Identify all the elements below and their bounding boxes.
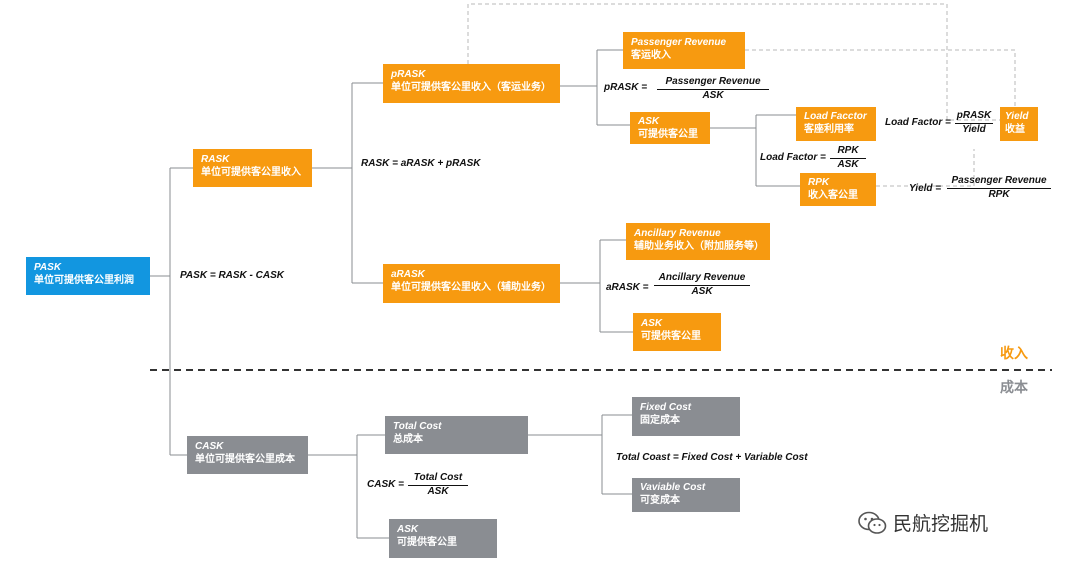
cask-node: CASK 单位可提供客公里成本 [187, 436, 308, 474]
prask-formula-bar [657, 89, 769, 90]
load-factor-rpk-denominator: ASK [837, 159, 859, 170]
passenger-revenue-desc: 客运收入 [631, 50, 671, 61]
prask-formula-fraction: Passenger Revenue ASK [657, 76, 769, 104]
yield-abbr: Yield [1005, 111, 1029, 122]
total-cost-node: Total Cost 总成本 [385, 416, 528, 454]
passenger-revenue-node: Passenger Revenue 客运收入 [623, 32, 745, 69]
load-factor-rpk-fraction: RPK ASK [830, 145, 866, 173]
pask-node-desc: 单位可提供客公里利润 [34, 275, 134, 286]
load-factor-rpk-lhs: Load Factor = [760, 152, 826, 163]
ask-node-mid: ASK 可提供客公里 [633, 313, 721, 351]
prask-node-abbr: pRASK [391, 69, 426, 80]
load-factor-rpk-numerator: RPK [837, 145, 859, 156]
fixed-cost-desc: 固定成本 [640, 415, 680, 426]
load-factor-yield-lhs: Load Factor = [885, 117, 951, 128]
rask-node-abbr: RASK [201, 154, 230, 165]
prask-formula-denominator: ASK [702, 90, 724, 101]
rask-formula: RASK = aRASK + pRASK [361, 158, 481, 169]
arask-formula-lhs: aRASK = [606, 282, 649, 293]
load-factor-yield-bar [955, 123, 993, 124]
load-factor-yield-fraction: pRASK Yield [955, 110, 993, 138]
cask-formula-bar [408, 485, 468, 486]
fixed-cost-node: Fixed Cost 固定成本 [632, 397, 740, 436]
pask-node: PASK 单位可提供客公里利润 [26, 257, 150, 295]
rpk-abbr: RPK [808, 177, 830, 188]
cask-node-abbr: CASK [195, 441, 224, 452]
fixed-cost-abbr: Fixed Cost [640, 402, 692, 413]
revenue-section-label: 收入 [1000, 345, 1028, 361]
ask-bottom-desc: 可提供客公里 [397, 537, 457, 548]
arask-formula-denominator: ASK [691, 286, 713, 297]
variable-cost-abbr: Vaviable Cost [640, 482, 706, 493]
yield-formula-numerator: Passenger Revenue [951, 175, 1047, 186]
ancillary-revenue-node: Ancillary Revenue 辅助业务收入（附加服务等） [626, 223, 770, 260]
rpk-node: RPK 收入客公里 [800, 173, 876, 206]
load-factor-abbr: Load Facctor [804, 111, 867, 122]
yield-formula-denominator: RPK [988, 189, 1010, 200]
ask-node-bottom: ASK 可提供客公里 [389, 519, 497, 558]
cask-formula-numerator: Total Cost [413, 472, 463, 483]
load-factor-rpk-bar [830, 158, 866, 159]
total-cost-formula: Total Coast = Fixed Cost + Variable Cost [616, 452, 808, 463]
arask-node: aRASK 单位可提供客公里收入（辅助业务） [383, 264, 560, 303]
cask-formula-fraction: Total Cost ASK [408, 472, 468, 500]
ask-top-desc: 可提供客公里 [638, 129, 698, 140]
yield-formula-lhs: Yield = [909, 183, 942, 194]
total-cost-desc: 总成本 [393, 434, 423, 445]
yield-formula-fraction: Passenger Revenue RPK [947, 175, 1051, 203]
rask-node: RASK 单位可提供客公里收入 [193, 149, 312, 187]
ask-mid-abbr: ASK [641, 318, 663, 329]
load-factor-yield-denominator: Yield [962, 124, 986, 135]
load-factor-node: Load Facctor 客座利用率 [796, 107, 876, 141]
yield-desc: 收益 [1005, 124, 1025, 135]
ask-bottom-abbr: ASK [397, 524, 419, 535]
yield-formula-bar [947, 188, 1051, 189]
yield-node: Yield 收益 [1000, 107, 1038, 141]
prask-formula-lhs: pRASK = [604, 82, 648, 93]
arask-formula-bar [654, 285, 750, 286]
rpk-desc: 收入客公里 [808, 190, 858, 201]
cask-formula-denominator: ASK [427, 486, 449, 497]
arask-formula-fraction: Ancillary Revenue ASK [654, 272, 750, 300]
arask-node-abbr: aRASK [391, 269, 425, 280]
wechat-icon [858, 511, 887, 534]
ancillary-revenue-abbr: Ancillary Revenue [634, 228, 721, 239]
cost-section-label: 成本 [1000, 379, 1028, 395]
passenger-revenue-abbr: Passenger Revenue [631, 37, 727, 48]
cask-formula-lhs: CASK = [367, 479, 404, 490]
prask-formula-numerator: Passenger Revenue [665, 76, 761, 87]
ask-node-top: ASK 可提供客公里 [630, 112, 710, 144]
rask-node-desc: 单位可提供客公里收入 [201, 167, 301, 178]
ancillary-revenue-desc: 辅助业务收入（附加服务等） [634, 241, 764, 252]
arask-node-desc: 单位可提供客公里收入（辅助业务） [391, 282, 551, 293]
cask-node-desc: 单位可提供客公里成本 [195, 454, 295, 465]
wechat-watermark: 民航挖掘机 [857, 509, 988, 536]
variable-cost-desc: 可变成本 [640, 495, 680, 506]
arask-formula-numerator: Ancillary Revenue [658, 272, 746, 283]
pask-node-abbr: PASK [34, 262, 62, 273]
variable-cost-node: Vaviable Cost 可变成本 [632, 478, 740, 512]
ask-top-abbr: ASK [638, 116, 660, 127]
prask-node: pRASK 单位可提供客公里收入（客运业务） [383, 64, 560, 103]
ask-mid-desc: 可提供客公里 [641, 331, 701, 342]
total-cost-abbr: Total Cost [393, 421, 442, 432]
load-factor-yield-numerator: pRASK [956, 110, 992, 121]
pask-formula: PASK = RASK - CASK [180, 270, 284, 281]
watermark-text: 民航挖掘机 [893, 514, 989, 535]
load-factor-desc: 客座利用率 [804, 124, 854, 135]
prask-node-desc: 单位可提供客公里收入（客运业务） [391, 82, 551, 93]
